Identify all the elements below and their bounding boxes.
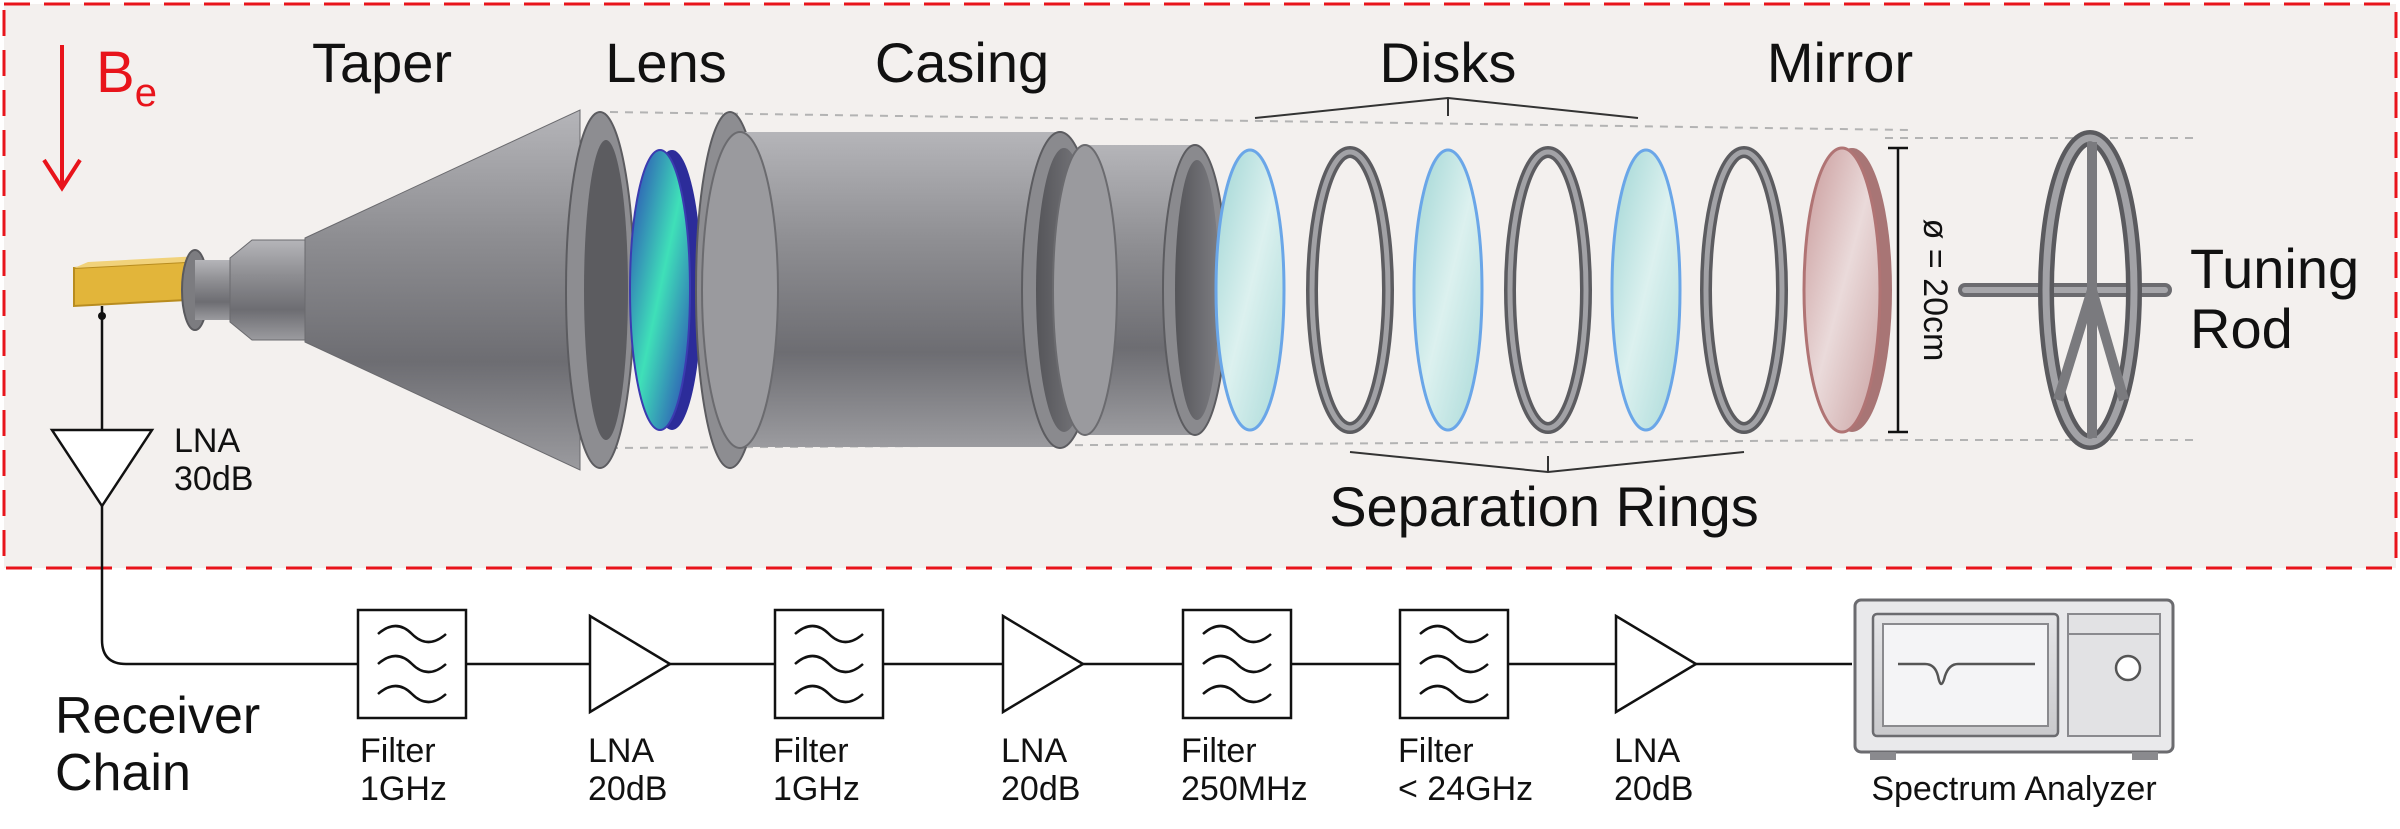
filter-4-value: < 24GHz <box>1398 770 1533 808</box>
lna-2 <box>1001 613 1086 715</box>
separation-rings-label: Separation Rings <box>1329 475 1759 538</box>
chain-wire <box>100 506 1852 666</box>
diameter-marker <box>1888 146 1908 434</box>
lna-1 <box>588 613 673 715</box>
spectrum-analyzer-label: Spectrum Analyzer <box>1871 770 2156 808</box>
tuning-rod <box>1958 130 2172 450</box>
disks-label: Disks <box>1380 31 1517 94</box>
disks-bracket <box>1254 96 1639 119</box>
first-lna-label: LNA <box>174 422 240 460</box>
b-field-arrow <box>42 45 82 192</box>
rings-bracket <box>1349 451 1745 474</box>
filter-4-label: Filter <box>1398 732 1474 770</box>
taper <box>181 109 581 471</box>
b-field-label: Be <box>96 40 157 115</box>
filter-3 <box>1181 608 1293 720</box>
separation-ring-2 <box>1504 146 1592 434</box>
lna-2-label: LNA <box>1001 732 1067 770</box>
tuning-rod-label: Tuning <box>2190 237 2359 300</box>
spectrum-analyzer <box>1853 598 2175 760</box>
filter-3-value: 250MHz <box>1181 770 1308 808</box>
filter-2-value: 1GHz <box>773 770 860 808</box>
lna-2-value: 20dB <box>1001 770 1080 808</box>
first-lna-gain: 30dB <box>174 460 253 498</box>
mirror <box>1802 146 1892 434</box>
filter-1-value: 1GHz <box>360 770 447 808</box>
filter-2-label: Filter <box>773 732 849 770</box>
disk-2 <box>1412 148 1484 432</box>
filter-1-label: Filter <box>360 732 436 770</box>
taper-label: Taper <box>312 31 452 94</box>
lna-3-label: LNA <box>1614 732 1680 770</box>
casing <box>701 131 1099 449</box>
filter-3-label: Filter <box>1181 732 1257 770</box>
lna-3-value: 20dB <box>1614 770 1693 808</box>
lna-3 <box>1614 613 1699 715</box>
filter-2 <box>773 608 885 720</box>
disk-1 <box>1214 148 1286 432</box>
lens-label: Lens <box>605 31 726 94</box>
receiver-chain-title-line2: Chain <box>55 744 191 802</box>
first-lna-symbol <box>49 428 155 509</box>
separation-ring-1 <box>1306 146 1394 434</box>
diameter-label: ø = 20cm <box>1916 219 1954 362</box>
casing-label: Casing <box>875 31 1049 94</box>
receiver-chain-title: Receiver <box>55 687 260 745</box>
lna-1-value: 20dB <box>588 770 667 808</box>
separation-ring-3 <box>1700 146 1788 434</box>
disk-3 <box>1610 148 1682 432</box>
lna-1-label: LNA <box>588 732 654 770</box>
filter-1 <box>356 608 468 720</box>
mirror-label: Mirror <box>1767 31 1913 94</box>
tuning-rod-label-line2: Rod <box>2190 297 2293 360</box>
casing-tube <box>1052 144 1228 436</box>
filter-4 <box>1398 608 1510 720</box>
antenna <box>73 256 200 308</box>
